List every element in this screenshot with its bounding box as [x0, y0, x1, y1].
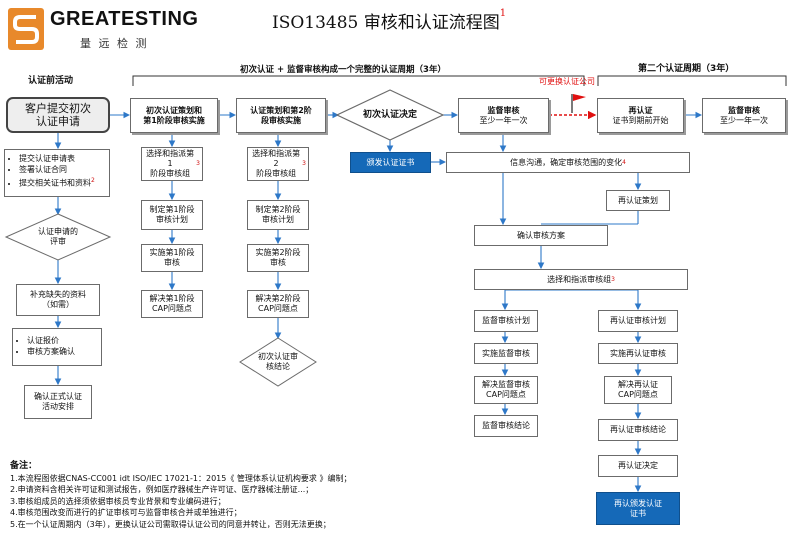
note-item: 4.审核范围改变而进行的扩证审核可与监督审核合并或单独进行；: [10, 508, 242, 518]
recert-planning: 再认证策划: [606, 190, 670, 211]
logo-subtitle: 量 远 检 测: [80, 37, 149, 50]
stage1-header-box: 初次认证策划和 第1阶段审核实施: [130, 98, 218, 133]
notes-section: 备注： 1.本流程图依据CNAS-CC001 idt ISO/IEC 17021…: [10, 461, 351, 531]
recert-surveillance-title: 监督审核: [728, 105, 760, 115]
review-decision: 认证申请的 评审: [38, 227, 78, 246]
title-text: ISO13485 审核和认证流程图: [272, 13, 500, 33]
page-title: ISO13485 审核和认证流程图1: [272, 8, 506, 33]
stage1-implement: 实施第1阶段 审核: [141, 244, 203, 272]
surveillance-plan: 监督审核计划: [474, 310, 538, 332]
footnote-mark: 2: [91, 177, 95, 184]
stage2-header-box: 认证策划和第2阶 段审核实施: [236, 98, 326, 133]
stage1-plan: 制定第1阶段 审核计划: [141, 200, 203, 230]
recert-title: 再认证: [628, 105, 653, 115]
notes-title: 备注：: [10, 461, 38, 471]
recert-implement: 实施再认证审核: [598, 343, 678, 364]
list-item: 审核方案确认: [27, 346, 97, 357]
surveillance-implement: 实施监督审核: [474, 343, 538, 364]
recert-resolve-cap: 解决再认证 CAP问题点: [604, 376, 672, 404]
recert-start: 证书到期前开始: [612, 115, 669, 125]
application-items-list: 提交认证申请表 签署认证合同 提交相关证书和资料2: [4, 149, 110, 197]
list-item: 签署认证合同: [19, 164, 105, 175]
footnote-mark: 3: [611, 275, 615, 283]
list-item: 提交相关证书和资料2: [19, 175, 105, 189]
initial-conclusion-decision: 初次认证审 核结论: [258, 352, 298, 371]
recert-issue-certificate: 再认颁发认证 证书: [596, 492, 680, 525]
recert-decision: 再认证决定: [598, 455, 678, 477]
change-company-label: 可更换认证公司: [539, 77, 595, 86]
section-second-cycle-label: 第二个认证周期（3年）: [638, 64, 735, 74]
supplement-box: 补充缺失的资料 （如需）: [16, 284, 100, 316]
list-item: 认证报价: [27, 335, 97, 346]
surveillance-conclusion: 监督审核结论: [474, 415, 538, 437]
recert-surveillance-frequency: 至少一年一次: [720, 115, 768, 125]
surveillance-resolve-cap: 解决监督审核 CAP问题点: [474, 376, 538, 404]
list-item: 提交认证申请表: [19, 153, 105, 164]
initial-decision: 初次认证决定: [362, 110, 417, 120]
recert-header-box: 再认证 证书到期前开始: [597, 98, 684, 133]
logo-mark-icon: [8, 8, 44, 50]
note-item: 2.申请资料含相关许可证和测试报告，例如医疗器械生产许可证、医疗器械注册证...…: [10, 485, 314, 495]
stage2-resolve-cap: 解决第2阶段 CAP问题点: [247, 290, 309, 318]
logo: GREATESTING 量 远 检 测: [8, 8, 198, 52]
stage2-implement: 实施第2阶段 审核: [247, 244, 309, 272]
footnote-mark: 3: [302, 160, 306, 167]
surveillance-title: 监督审核: [487, 105, 520, 115]
surveillance-frequency: 至少一年一次: [479, 115, 528, 125]
logo-brand: GREATESTING: [50, 8, 199, 30]
confirm-program-box: 确认审核方案: [474, 225, 608, 246]
quote-items-list: 认证报价 审核方案确认: [12, 328, 102, 366]
title-footnote: 1: [499, 8, 507, 19]
section-pre-label: 认证前活动: [28, 76, 74, 86]
note-item: 1.本流程图依据CNAS-CC001 idt ISO/IEC 17021-1：2…: [10, 473, 352, 483]
recert-plan: 再认证审核计划: [598, 310, 678, 332]
recert-surveillance-header-box: 监督审核 至少一年一次: [702, 98, 786, 133]
note-item: 5.在一个认证周期内（3年），更换认证公司需取得认证公司的同意并转让，否则无法更…: [10, 519, 331, 529]
confirm-activity-box: 确认正式认证 活动安排: [24, 385, 92, 419]
surveillance-header-box: 监督审核 至少一年一次: [458, 98, 549, 133]
issue-certificate-box: 颁发认证证书: [350, 152, 431, 173]
footnote-mark: 4: [622, 158, 626, 166]
note-item: 3.审核组成员的选择须依据审核员专业背景和专业编码进行；: [10, 496, 226, 506]
section-first-cycle-label: 初次认证 + 监督审核构成一个完整的认证周期（3年）: [240, 65, 446, 75]
stage1-resolve-cap: 解决第1阶段 CAP问题点: [141, 290, 203, 318]
stage2-plan: 制定第2阶段 审核计划: [247, 200, 309, 230]
start-application-box: 客户提交初次 认证申请: [6, 97, 110, 133]
recert-conclusion: 再认证审核结论: [598, 419, 678, 441]
footnote-mark: 3: [196, 160, 200, 167]
